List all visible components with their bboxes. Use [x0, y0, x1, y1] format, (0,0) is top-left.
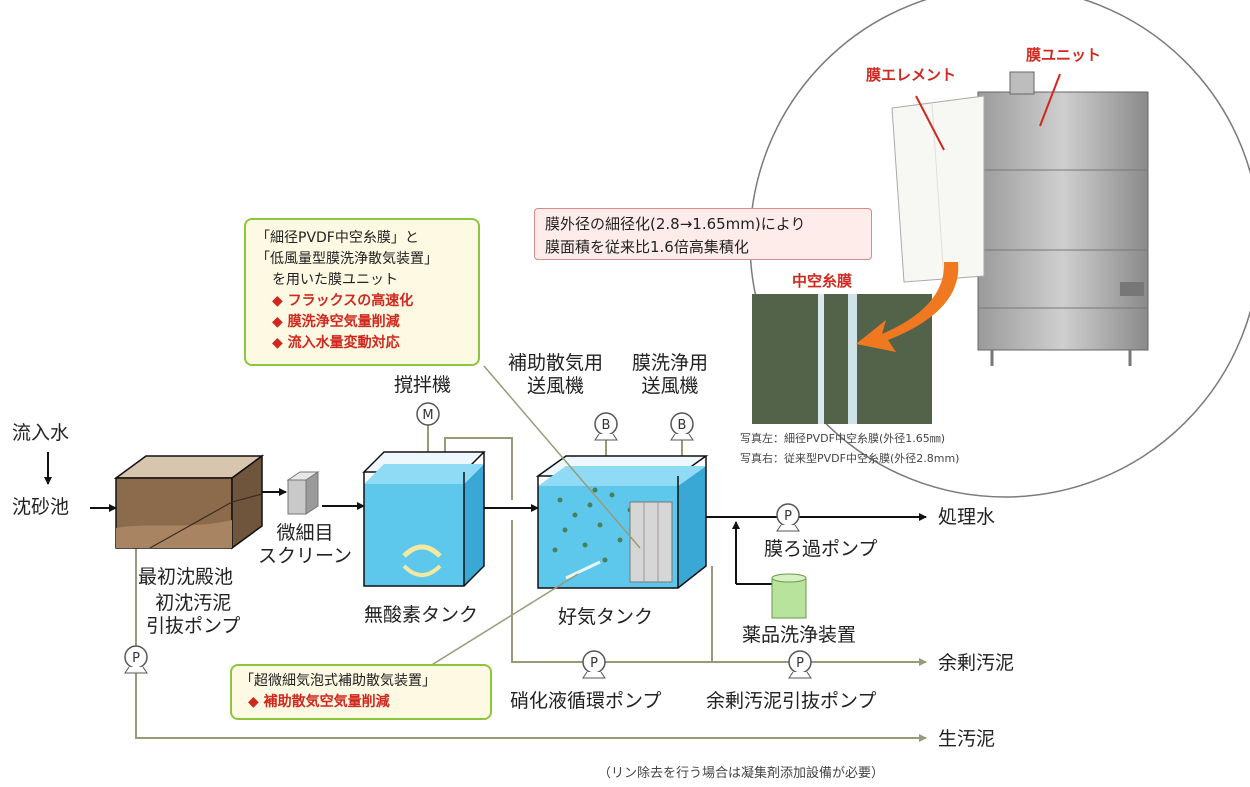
svg-text:P: P: [784, 509, 792, 524]
callout-line-1: 「細径PVDF中空糸膜」と: [256, 230, 419, 246]
aerobic-tank-label: 好気タンク: [558, 606, 654, 628]
svg-text:M: M: [422, 408, 433, 423]
callout-item-3: 流入水量変動対応: [256, 333, 468, 354]
flow-lines: [44, 452, 927, 585]
callout-line-2: 「低風量型膜洗浄散気装置」: [256, 251, 438, 267]
callout-line-3: を用いた膜ユニット: [272, 272, 398, 288]
primary-sludge-pump-label: 初沈汚泥 引抜ポンプ: [146, 592, 241, 637]
aerobic-tank: [535, 455, 709, 589]
membrane-unit-photo: [977, 71, 1149, 366]
svg-text:P: P: [796, 656, 804, 671]
photo-note-line-2: 膜面積を従来比1.6倍高集積化: [545, 237, 749, 256]
chemical-wash-label: 薬品洗浄装置: [742, 624, 857, 646]
screen-label: 微細目 スクリーン: [258, 522, 353, 567]
anoxic-tank-label: 無酸素タンク: [364, 604, 479, 626]
orange-arrow: [856, 262, 959, 352]
svg-text:B: B: [678, 418, 687, 433]
raw-sludge-label: 生汚泥: [938, 728, 996, 750]
wash-blower-symbol: B: [670, 412, 694, 441]
treated-water-label: 処理水: [938, 506, 996, 528]
excess-sludge-pump-symbol: P: [788, 650, 812, 679]
filtration-pump-label: 膜ろ過ポンプ: [764, 538, 878, 560]
filtration-pump-symbol: P: [776, 503, 800, 532]
grit-chamber-label: 沈砂池: [12, 496, 70, 518]
mixer-motor-symbol: M: [416, 402, 440, 426]
diffuser-callout-item: 補助散気空気量削減: [240, 692, 482, 713]
membrane-unit-label: 膜ユニット: [1026, 46, 1102, 64]
diffuser-callout-line: 「超微細気泡式補助散気装置」: [240, 673, 436, 689]
photo-note-line-1: 膜外径の細径化(2.8→1.65mm)により: [545, 215, 806, 233]
excess-sludge-label: 余剰汚泥: [938, 652, 1015, 674]
diffuser-callout: 「超微細気泡式補助散気装置」 補助散気空気量削減: [230, 664, 492, 720]
inflow-label: 流入水: [12, 422, 70, 444]
excess-sludge-pump-label: 余剰汚泥引抜ポンプ: [706, 690, 877, 712]
mixer-label: 撹拌機: [394, 374, 452, 396]
fine-screen: [286, 471, 320, 515]
aux-blower-label: 補助散気用 送風機: [508, 352, 604, 397]
photo-caption-right: 写真右：従来型PVDF中空糸膜(外径2.8mm): [740, 452, 960, 465]
membrane-element-photo: [891, 95, 985, 283]
photo-caption-left: 写真左：細径PVDF中空糸膜(外径1.65㎜): [740, 432, 946, 445]
svg-text:P: P: [132, 651, 140, 666]
callout-item-2: 膜洗浄空気量削減: [256, 312, 468, 333]
anoxic-tank: [362, 451, 486, 587]
aux-blower-symbol: B: [594, 412, 618, 441]
callout-item-1: フラックスの高速化: [256, 291, 468, 312]
svg-text:P: P: [590, 656, 598, 671]
primary-clarifier-tank: [113, 454, 265, 550]
nitrification-pump-label: 硝化液循環ポンプ: [510, 690, 662, 712]
photo-note-box: 膜外径の細径化(2.8→1.65mm)により 膜面積を従来比1.6倍高集積化: [534, 208, 872, 260]
svg-text:B: B: [602, 418, 611, 433]
membrane-unit-callout: 「細径PVDF中空糸膜」と 「低風量型膜洗浄散気装置」 を用いた膜ユニット フラ…: [244, 218, 480, 366]
hollow-fiber-label: 中空糸膜: [792, 272, 853, 290]
primary-sludge-pump-symbol: P: [124, 645, 148, 674]
nitrification-pump-symbol: P: [582, 650, 606, 679]
membrane-element-label: 膜エレメント: [866, 66, 957, 84]
hollow-fiber-photo: [752, 294, 932, 424]
primary-clarifier-label: 最初沈殿池: [138, 566, 234, 588]
bottom-note: （リン除去を行う場合は凝集剤添加設備が必要）: [598, 766, 885, 781]
chemical-wash-tank: [771, 573, 807, 619]
wash-blower-label: 膜洗浄用 送風機: [632, 352, 709, 397]
